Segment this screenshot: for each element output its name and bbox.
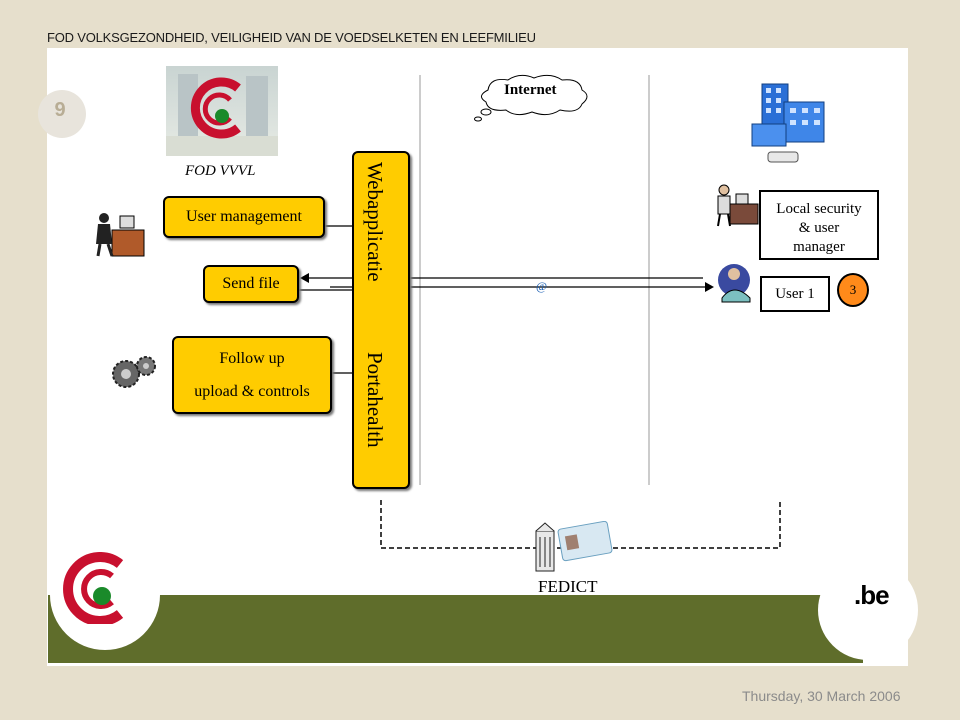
local-security-line1: Local security: [776, 201, 862, 217]
footer-right-circle: [818, 560, 918, 660]
follow-up-line1: Follow up: [219, 350, 285, 367]
header-title: FOD VOLKSGEZONDHEID, VEILIGHEID VAN DE V…: [47, 30, 536, 45]
be-logo: .be: [854, 580, 890, 610]
cloud-icon: [474, 74, 588, 122]
email-at-icon: @: [536, 279, 548, 293]
page-number-bubble: [38, 90, 86, 138]
user-1-label: User 1: [775, 286, 815, 302]
send-file-label: Send file: [222, 275, 280, 292]
footer-band: [48, 595, 863, 663]
local-security-line3: manager: [793, 239, 845, 255]
arrow-head-left: [300, 273, 309, 283]
portal-label-bottom: Portahealth: [363, 352, 387, 448]
portal-box: [352, 151, 410, 489]
user-1-box: User 1: [760, 276, 830, 312]
user-management-box: User management: [163, 196, 325, 238]
gears-icon: [112, 356, 156, 388]
fedict-label: FEDICT: [538, 577, 598, 596]
arrow-head-right: [705, 282, 714, 292]
footer-date: Thursday, 30 March 2006: [742, 688, 901, 704]
user-management-label: User management: [186, 208, 302, 225]
follow-up-box: Follow up upload & controls: [172, 336, 332, 414]
building-icon: [751, 83, 825, 163]
fod-footer-logo-icon: [63, 552, 124, 624]
fedict-building-icon: [535, 521, 613, 572]
send-file-box: Send file: [203, 265, 299, 303]
local-security-box: Local security & user manager: [759, 190, 879, 260]
doctor-user-icon: [718, 264, 751, 303]
page-number: 9: [54, 99, 66, 121]
dashed-bracket: [380, 500, 781, 549]
manager-icon: [717, 184, 759, 227]
internet-label: Internet: [504, 82, 557, 98]
desk-user-icon: [96, 213, 145, 257]
local-security-line2: & user: [798, 220, 840, 236]
follow-up-line2: upload & controls: [194, 383, 310, 400]
count-badge: 3: [837, 273, 869, 307]
portal-label-top: Webapplicatie: [363, 162, 387, 282]
fod-logo-icon: [166, 74, 278, 156]
fod-building-image: [166, 66, 278, 156]
fod-label: FOD VVVL: [185, 163, 256, 179]
